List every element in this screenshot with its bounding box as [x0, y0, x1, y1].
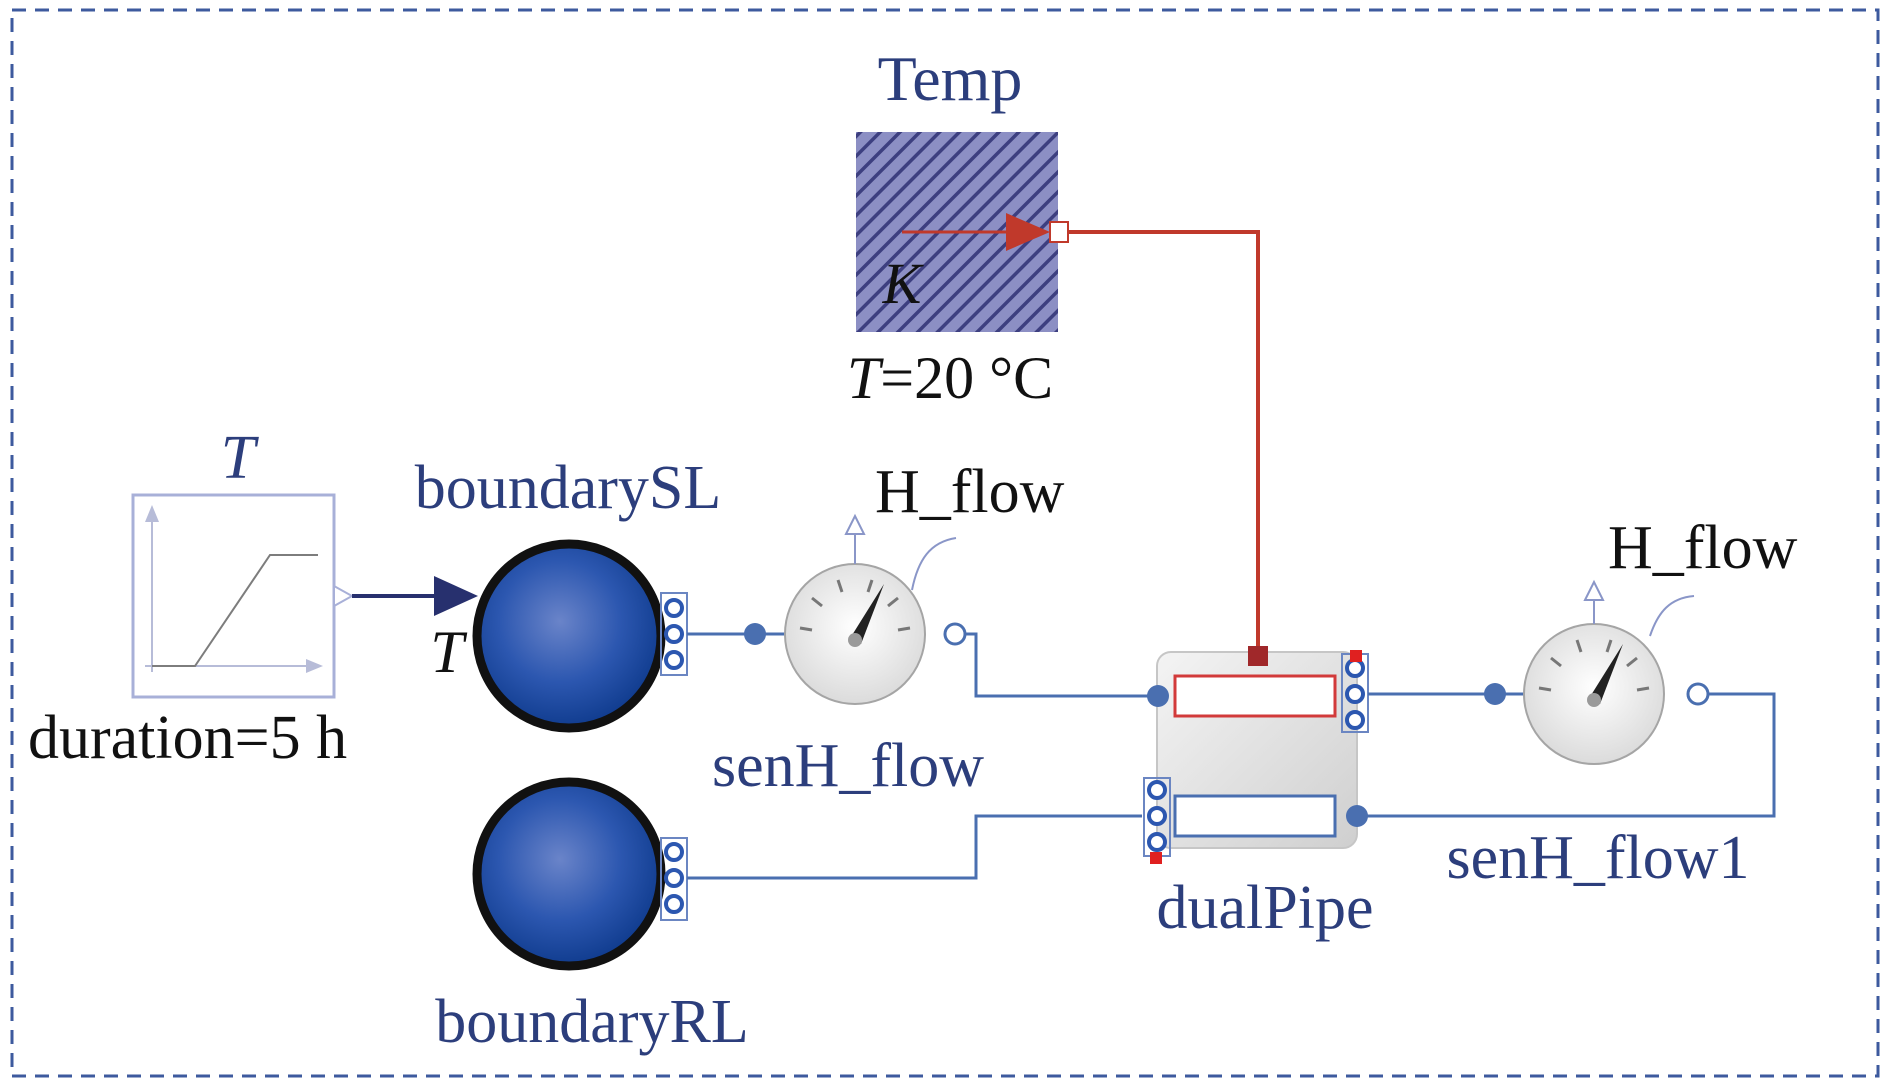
sensor1-outlet-port[interactable] — [943, 622, 967, 646]
temp-param-var: T — [847, 345, 884, 411]
ramp-output-port[interactable] — [333, 584, 355, 608]
sensor2-outlet-port[interactable] — [1686, 682, 1710, 706]
dual-pipe-supply-inlet[interactable] — [1147, 685, 1169, 707]
boundary-sl-port-1[interactable] — [664, 598, 684, 618]
boundary-sl-ball — [472, 539, 666, 733]
dual-pipe-return-tube — [1173, 794, 1337, 838]
dual-pipe-return-port-1[interactable] — [1147, 780, 1167, 800]
dual-pipe-name: dualPipe — [1157, 874, 1374, 942]
sensor2-tick — [1575, 639, 1583, 653]
temp-name: Temp — [878, 43, 1023, 114]
temp-param: T=20 °C — [847, 345, 1053, 411]
sensor1-output-label: H_flow — [875, 458, 1065, 526]
sensor2-hub — [1587, 693, 1601, 707]
fluid-connection-sensor2-return[interactable] — [1357, 692, 1776, 818]
sensor1-tick — [897, 626, 911, 632]
sensor2-needle — [1588, 644, 1623, 704]
ramp-name: T — [221, 424, 260, 492]
ramp-curve — [152, 554, 318, 667]
sensor2-tick — [1538, 686, 1552, 692]
sensor2-tick — [1605, 639, 1613, 653]
boundary-rl-ball — [472, 777, 666, 971]
fluid-connection-sensor-pipe-supply[interactable] — [964, 632, 1158, 698]
thermal-connection[interactable] — [1068, 230, 1260, 652]
sensor1-tick — [887, 596, 899, 608]
fluid-connection-rl-pipe-return[interactable] — [687, 814, 1142, 880]
boundary-rl[interactable]: boundaryRL — [435, 777, 749, 1056]
dual-pipe-return-port-3[interactable] — [1147, 832, 1167, 852]
sensor2-label-leader — [1649, 595, 1695, 637]
temp-port[interactable] — [1049, 221, 1069, 243]
boundary-rl-port-2[interactable] — [664, 868, 684, 888]
sensor1-output-port[interactable] — [844, 513, 866, 535]
sensor1[interactable]: H_flow senH_flow — [712, 458, 1065, 800]
dual-pipe-marker-top — [1350, 650, 1362, 662]
sensor1-tick — [799, 626, 813, 632]
boundary-rl-port-3[interactable] — [664, 894, 684, 914]
ramp-x-arrow-icon — [306, 659, 323, 673]
ramp-block[interactable]: T duration=5 h — [28, 424, 355, 772]
dual-pipe[interactable]: dualPipe — [1143, 646, 1374, 942]
boundary-sl-name: boundarySL — [415, 454, 722, 522]
dual-pipe-heat-port[interactable] — [1248, 646, 1268, 666]
ramp-box — [131, 493, 336, 699]
temp-arrow-head — [1006, 213, 1050, 251]
sensor1-tick — [811, 596, 823, 608]
ramp-y-arrow-icon — [145, 505, 159, 522]
temp-param-value: =20 °C — [880, 345, 1053, 411]
sensor2[interactable]: H_flow senH_flow1 — [1446, 514, 1797, 892]
ramp-param: duration=5 h — [28, 704, 347, 772]
boundary-sl-port-2[interactable] — [664, 624, 684, 644]
sensor2-output-label: H_flow — [1608, 514, 1798, 582]
sensor1-tick — [866, 579, 874, 593]
sensor2-tick — [1636, 686, 1650, 692]
dual-pipe-supply-tube — [1173, 674, 1337, 718]
sensor2-tick — [1550, 656, 1562, 668]
boundary-sl[interactable]: boundarySL T — [415, 454, 722, 733]
signal-arrow-head — [434, 576, 478, 616]
temp-block[interactable]: Temp K T=20 °C — [847, 43, 1069, 411]
temp-port-label: K — [882, 251, 925, 316]
dual-pipe-supply-port-1[interactable] — [1345, 658, 1365, 678]
sensor2-name: senH_flow1 — [1446, 824, 1749, 892]
sensor2-output-port[interactable] — [1583, 579, 1605, 601]
dual-pipe-marker-bottom — [1150, 852, 1162, 864]
sensor1-hub — [848, 633, 862, 647]
dual-pipe-return-port-2[interactable] — [1147, 806, 1167, 826]
sensor1-needle — [849, 584, 884, 644]
boundary-rl-name: boundaryRL — [435, 988, 748, 1056]
sensor1-tick — [836, 579, 844, 593]
diagram-frame — [10, 8, 1880, 1078]
sensor1-name: senH_flow — [712, 732, 984, 800]
dual-pipe-supply-port-3[interactable] — [1345, 710, 1365, 730]
dual-pipe-supply-port-2[interactable] — [1345, 684, 1365, 704]
boundary-sl-input-label: T — [430, 619, 467, 685]
sensor2-tick — [1626, 656, 1638, 668]
boundary-rl-port-1[interactable] — [664, 842, 684, 862]
boundary-sl-port-3[interactable] — [664, 650, 684, 670]
sensor1-label-leader — [911, 537, 957, 591]
